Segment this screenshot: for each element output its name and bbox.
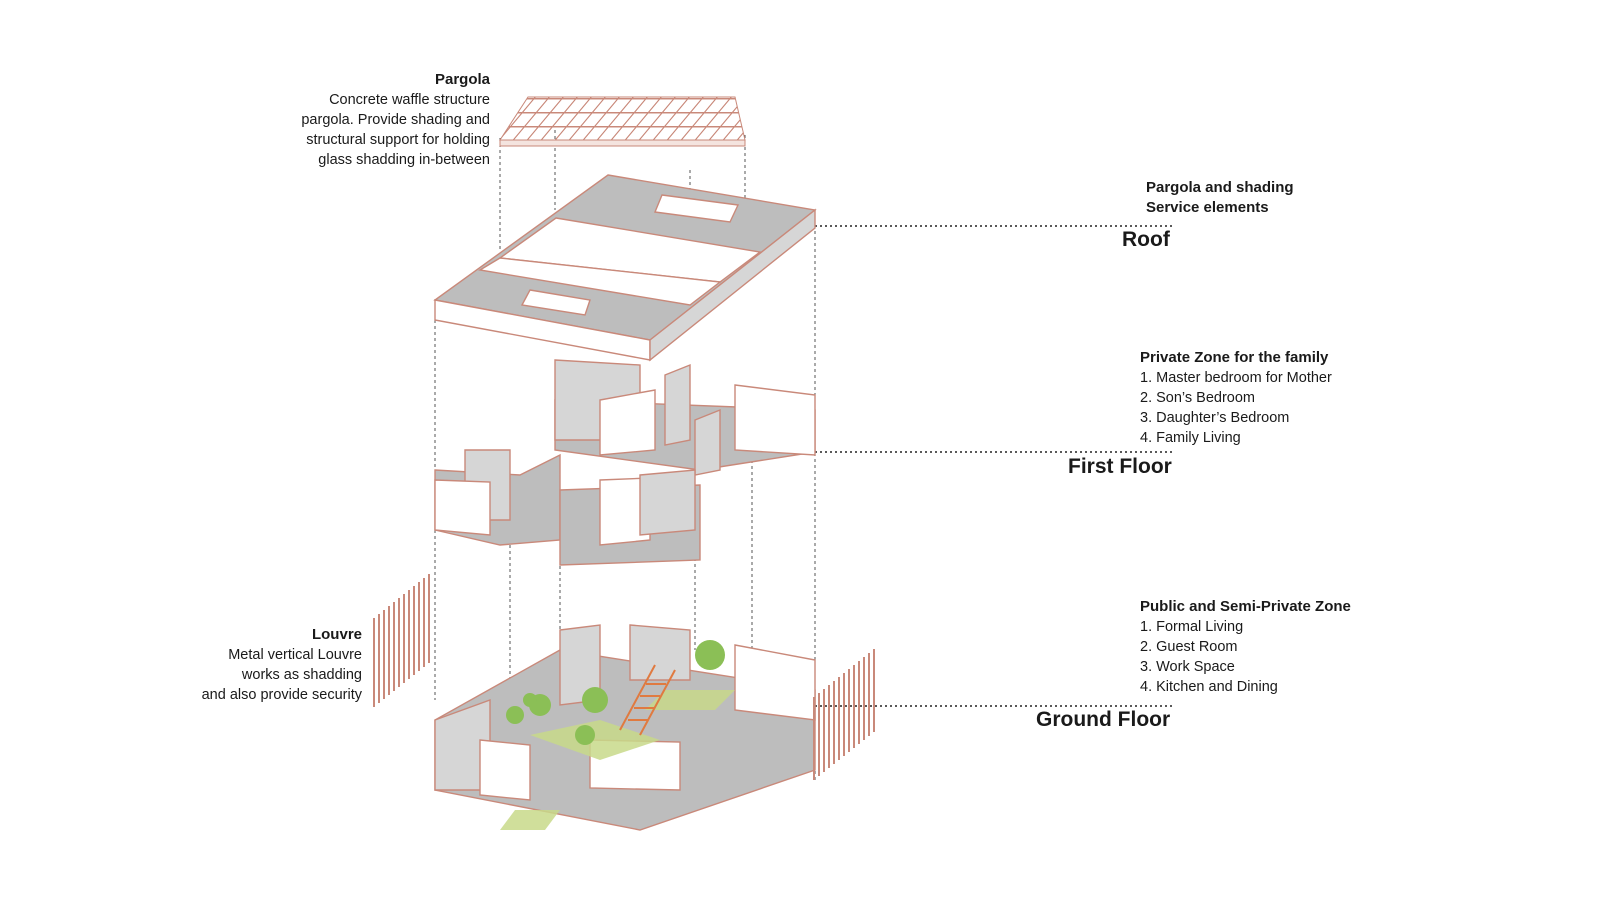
list-item: 1. Master bedroom for Mother [1140,370,1332,386]
louvre-desc-line: and also provide security [201,687,362,703]
ground-floor-label: Ground Floor [1036,708,1171,731]
roof-slab [433,174,817,362]
pergola-annotation: Pargola Concrete waffle structure pargol… [270,70,490,170]
pergola-title: Pargola [434,71,490,88]
roof-line: Service elements [1146,199,1269,216]
louvre-annotation: Louvre Metal vertical Louvre works as sh… [170,625,362,705]
pergola-desc-line: Concrete waffle structure [329,92,490,108]
first-floor-block [434,359,816,566]
list-item: 2. Son’s Bedroom [1140,390,1255,406]
louvre-left [373,574,430,707]
list-item: 4. Kitchen and Dining [1140,679,1278,695]
louvre-title: Louvre [311,626,362,643]
trees [506,640,725,745]
list-item: 3. Work Space [1140,659,1235,675]
roof-description: Pargola and shading Service elements [1146,178,1294,218]
first-floor-heading: Private Zone for the family [1140,349,1329,366]
ground-floor-description: Public and Semi-Private Zone 1. Formal L… [1140,597,1351,697]
ground-floor-heading: Public and Semi-Private Zone [1140,598,1351,615]
first-floor-label: First Floor [1068,455,1172,478]
list-item: 2. Guest Room [1140,639,1238,655]
roof-label: Roof [1122,228,1170,251]
pergola-desc-line: pargola. Provide shading and [301,112,490,128]
pergola-waffle [499,96,746,147]
pergola-desc-line: structural support for holding [306,132,490,148]
staircase [619,664,676,736]
ground-floor-block [434,624,816,831]
list-item: 4. Family Living [1140,430,1241,446]
louvre-right [813,649,875,780]
list-item: 1. Formal Living [1140,619,1244,635]
first-floor-description: Private Zone for the family 1. Master be… [1140,348,1332,448]
list-item: 3. Daughter’s Bedroom [1140,410,1290,426]
louvre-desc-line: Metal vertical Louvre [228,647,362,663]
ground-floor-courtyards [500,690,735,830]
roof-line: Pargola and shading [1146,179,1294,196]
pergola-desc-line: glass shadding in-between [318,152,490,168]
louvre-desc-line: works as shadding [241,667,362,683]
